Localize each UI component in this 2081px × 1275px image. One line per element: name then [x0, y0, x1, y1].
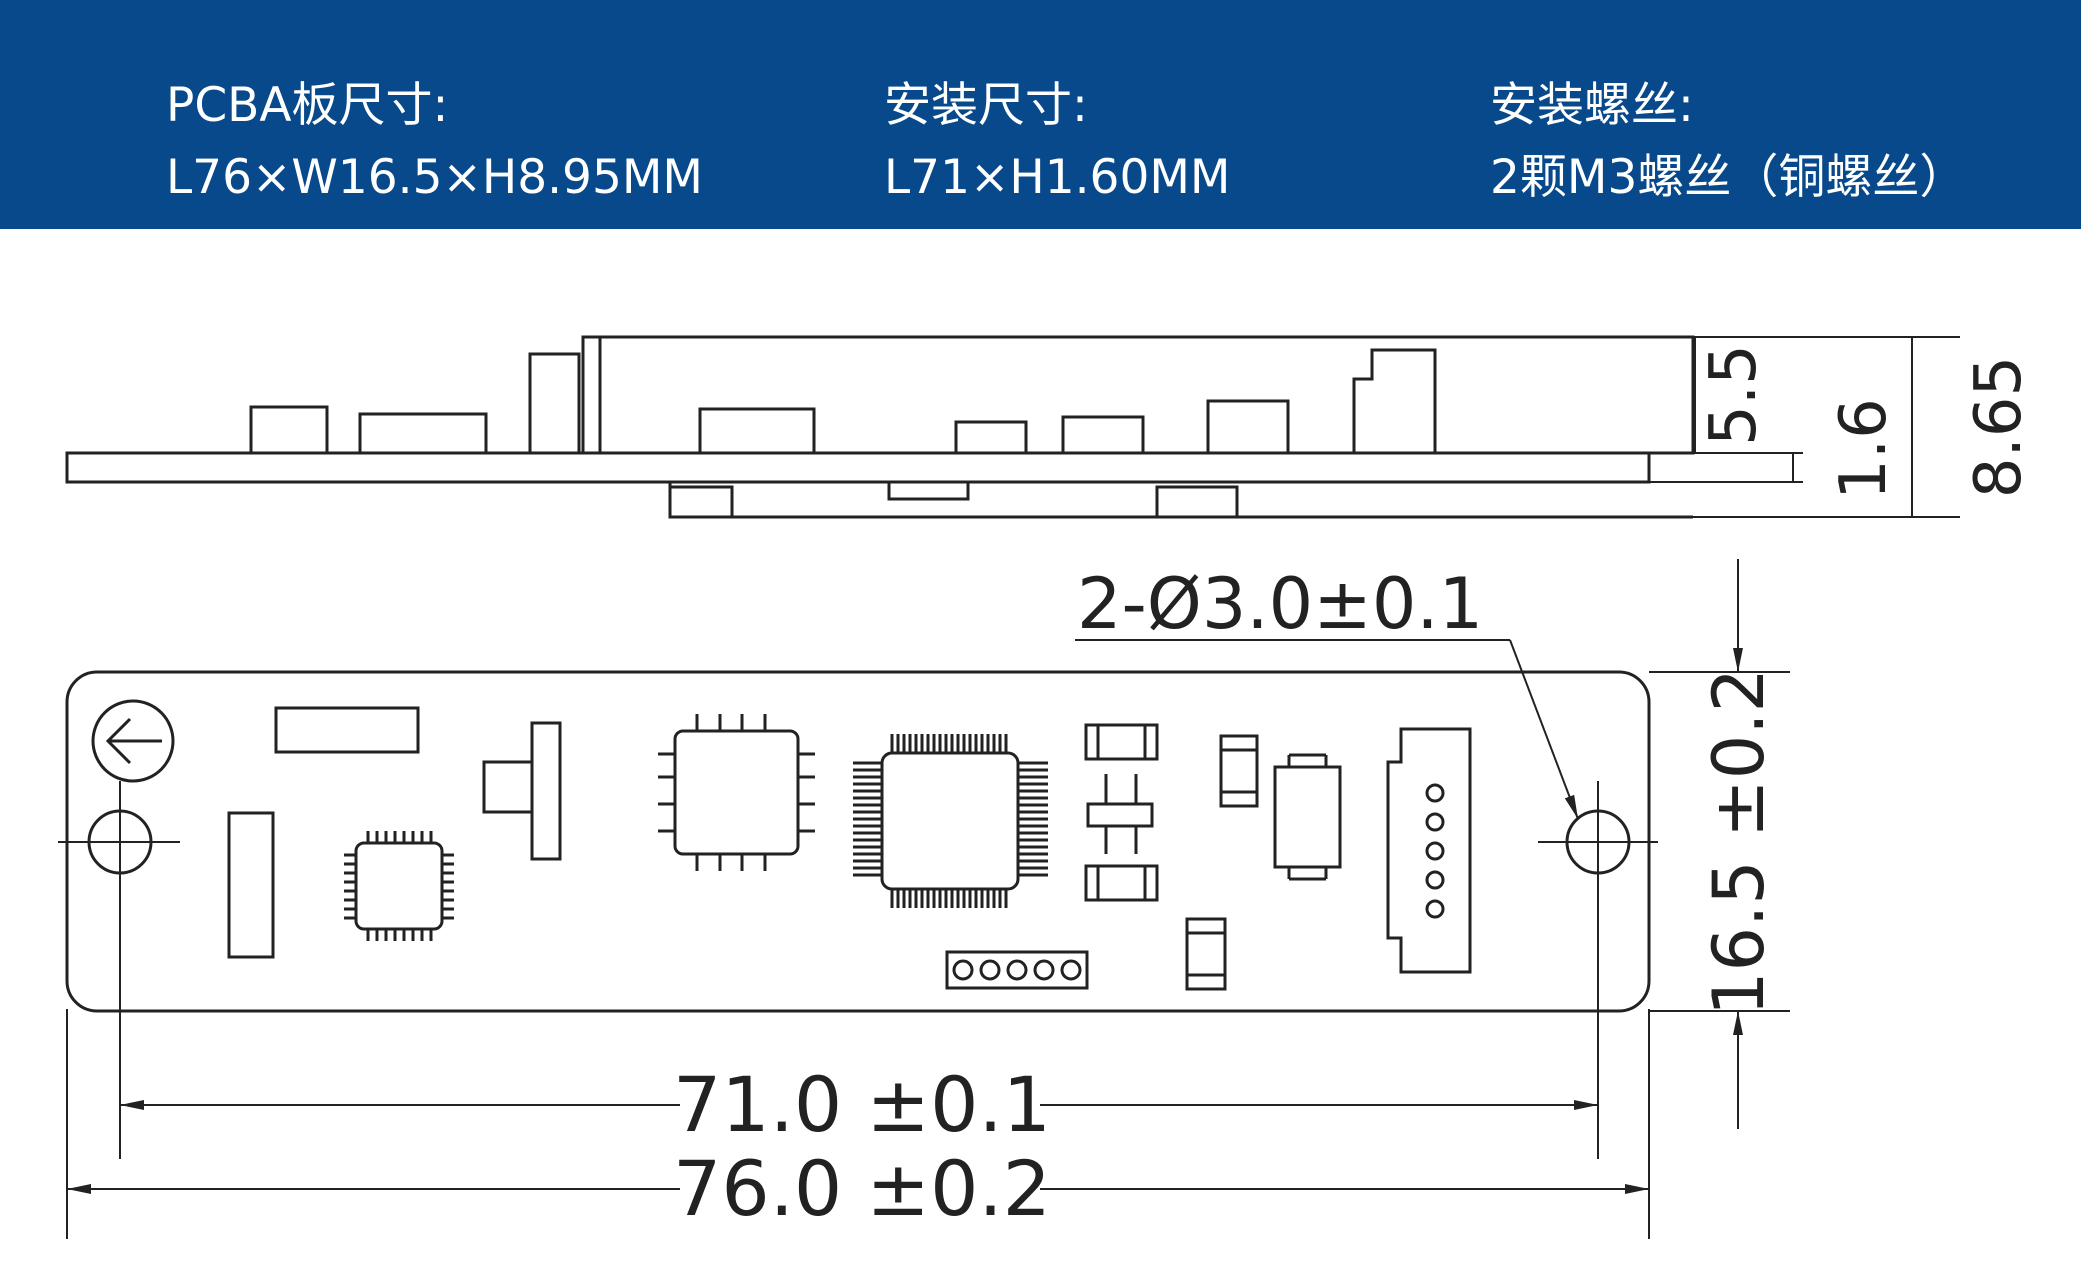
spec-header-band: PCBA板尺寸: L76×W16.5×H8.95MM 安装尺寸: L71×H1.…: [0, 0, 2081, 229]
pin-header-5: [945, 950, 1089, 990]
dim-board-length: 76.0 ±0.2: [673, 1144, 1051, 1233]
spec-pcba-size-value: L76×W16.5×H8.95MM: [166, 150, 703, 205]
mechanical-drawing: 5.5 1.6 8.65: [58, 335, 2036, 1239]
dim-hole-spacing: 71.0 ±0.1: [673, 1060, 1051, 1149]
side-board: [65, 451, 1651, 484]
dim-hole-spec: 2-Ø3.0±0.1: [1077, 563, 1483, 645]
spec-mount-size: 安装尺寸: L71×H1.60MM: [884, 70, 1230, 214]
top-view: [58, 559, 1790, 1239]
side-enclosure: [581, 335, 1695, 455]
side-view: [65, 335, 1960, 519]
dim-total-height: 8.65: [1962, 356, 2036, 499]
dim-board-width: 16.5 ±0.2: [1698, 668, 1780, 1016]
chip-medium: [673, 729, 800, 856]
spec-screws-label: 安装螺丝:: [1490, 78, 1694, 133]
dim-component-height: 5.5: [1697, 344, 1771, 446]
chip-small-qfn: [354, 841, 444, 931]
spec-mount-size-label: 安装尺寸:: [884, 78, 1088, 133]
spec-screws: 安装螺丝: 2颗M3螺丝（铜螺丝）: [1490, 70, 1966, 214]
spec-pcba-size-label: PCBA板尺寸:: [166, 78, 449, 133]
orientation-mark: [91, 699, 175, 783]
spec-screws-value: 2颗M3螺丝（铜螺丝）: [1490, 150, 1967, 205]
dim-board-thickness: 1.6: [1827, 398, 1901, 500]
spec-mount-size-value: L71×H1.60MM: [884, 150, 1231, 205]
side-connector: [1386, 727, 1472, 974]
spec-pcba-size: PCBA板尺寸: L76×W16.5×H8.95MM: [166, 70, 703, 214]
chip-mcu-lqfp: [880, 751, 1020, 891]
